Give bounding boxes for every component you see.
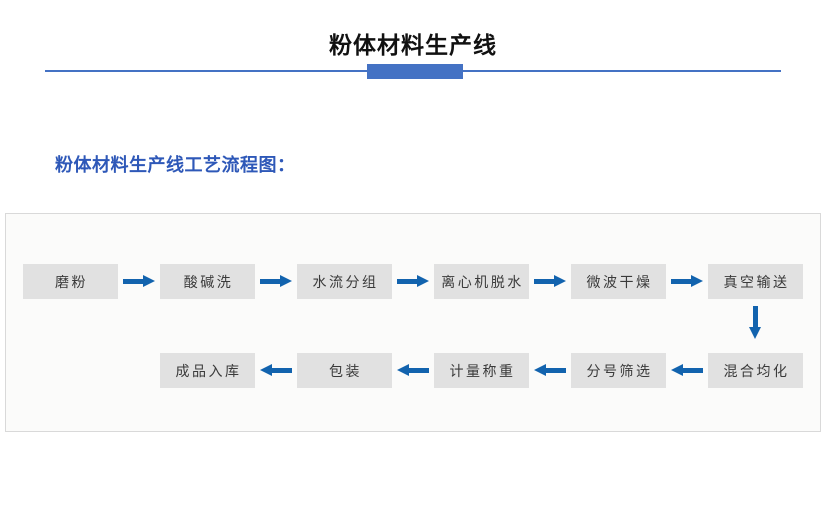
- arrow-down-icon: [749, 306, 762, 340]
- step-water-flow-grouping: 水流分组: [297, 264, 392, 299]
- flow-connector-row: [23, 306, 803, 340]
- arrow-left-icon: [397, 364, 429, 377]
- arrow-right-icon: [397, 275, 429, 288]
- step-mixing-homogenization: 混合均化: [708, 353, 803, 388]
- title-divider-accent-block: [367, 64, 463, 79]
- step-grinding: 磨粉: [23, 264, 118, 299]
- step-finished-product-storage: 成品入库: [160, 353, 255, 388]
- step-acid-alkali-wash: 酸碱洗: [160, 264, 255, 299]
- arrow-left-icon: [534, 364, 566, 377]
- step-number-screening: 分号筛选: [571, 353, 666, 388]
- flowchart-subtitle: 粉体材料生产线工艺流程图：: [55, 155, 296, 175]
- arrow-right-icon: [534, 275, 566, 288]
- arrow-right-icon: [260, 275, 292, 288]
- flow-row-1: 磨粉 酸碱洗 水流分组 离心机脱水 微波干燥 真空输送: [23, 264, 803, 299]
- flow-row-2: 成品入库 包装 计量称重 分号筛选 混合均化: [23, 353, 803, 388]
- step-microwave-drying: 微波干燥: [571, 264, 666, 299]
- arrow-left-icon: [671, 364, 703, 377]
- arrow-right-icon: [123, 275, 155, 288]
- flowchart-panel: 磨粉 酸碱洗 水流分组 离心机脱水 微波干燥 真空输送 成品入库 包装: [5, 213, 821, 432]
- step-centrifuge-dewatering: 离心机脱水: [434, 264, 529, 299]
- arrow-right-icon: [671, 275, 703, 288]
- step-vacuum-conveying: 真空输送: [708, 264, 803, 299]
- step-packaging: 包装: [297, 353, 392, 388]
- step-metering-weighing: 计量称重: [434, 353, 529, 388]
- page-title: 粉体材料生产线: [329, 32, 497, 58]
- arrow-left-icon: [260, 364, 292, 377]
